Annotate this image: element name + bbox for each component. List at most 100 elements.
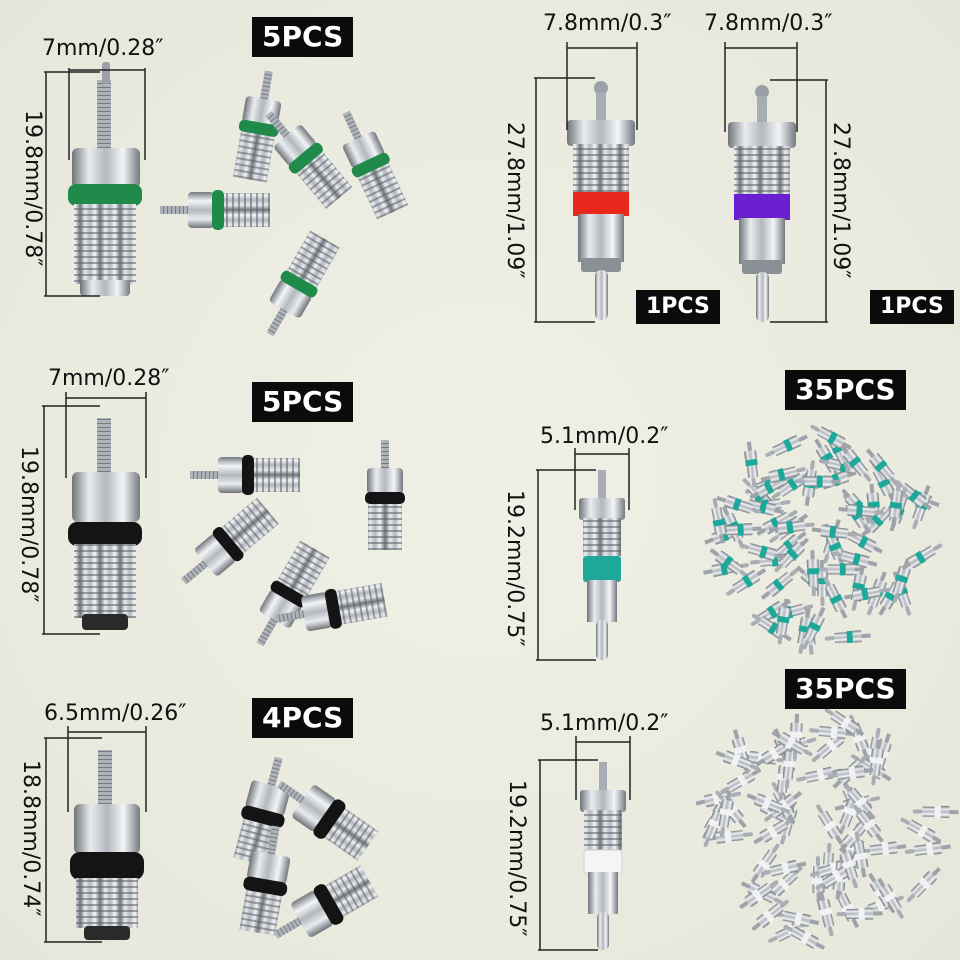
small-valve-core: [853, 804, 884, 843]
small-valve-core: [817, 891, 835, 937]
p1-width-label: 7mm/0.28″: [42, 36, 163, 61]
small-valve-core: [806, 550, 820, 597]
small-valve-core: [774, 537, 809, 573]
p2-height-label: 27.8mm/1.09″: [502, 122, 527, 278]
small-valve-core: [802, 606, 826, 650]
small-valve-core: [843, 782, 876, 820]
small-valve-core: [809, 725, 856, 740]
small-valve-core: [877, 877, 904, 919]
small-valve-core: [794, 475, 841, 488]
valve-core-purple: [728, 85, 796, 322]
p2-dimension-lines: [534, 42, 638, 323]
valve-group-black: [181, 440, 405, 647]
small-valve-core: [750, 843, 780, 884]
small-valve-core: [824, 708, 865, 737]
valve-pile-teal: [703, 424, 943, 655]
small-valve-core: [817, 563, 864, 576]
small-valve-core: [711, 498, 727, 544]
valve-core-black-medium: [70, 750, 144, 940]
small-valve-core: [869, 739, 884, 786]
small-valve-core: [912, 805, 959, 819]
small-valve-core: [901, 543, 943, 570]
small-valve-core: [888, 480, 903, 527]
small-valve-core: [835, 885, 860, 929]
p4-dimension-lines: [42, 392, 147, 635]
small-valve-core: [906, 867, 941, 903]
p3-width-label: 7.8mm/0.3″: [704, 11, 832, 36]
small-valve-core: [865, 448, 898, 486]
p3-height-label: 27.8mm/1.09″: [828, 122, 853, 278]
small-valve-core: [775, 598, 791, 645]
small-valve-core: [838, 503, 885, 518]
small-valve-core: [824, 630, 871, 644]
quantity-badge-p2: 1PCS: [636, 290, 720, 324]
quantity-badge-p1: 5PCS: [252, 17, 354, 57]
small-valve-core: [716, 495, 761, 514]
small-valve-core: [904, 841, 951, 856]
valve-core-red: [567, 81, 635, 320]
small-valve-core: [892, 558, 911, 603]
p3-dimension-lines: [724, 42, 828, 323]
quantity-badge-p3: 1PCS: [870, 290, 954, 324]
small-valve-core: [811, 524, 858, 539]
valve-group-black-medium: [233, 756, 379, 939]
small-valve-core: [715, 750, 760, 771]
p1-dimension-lines: [44, 68, 146, 297]
small-valve-core: [853, 831, 869, 878]
p5-dimension-lines: [536, 448, 630, 661]
small-valve-core: [900, 817, 942, 844]
small-valve-core: [783, 924, 826, 950]
p7-height-label: 19.2mm/0.75″: [504, 780, 529, 936]
small-valve-core: [744, 441, 759, 488]
valve-group-green: [160, 70, 409, 337]
small-valve-core: [789, 713, 803, 760]
quantity-badge-p7: 35PCS: [785, 669, 906, 709]
small-valve-core: [844, 586, 890, 602]
p1-height-label: 19.8mm/0.78″: [20, 110, 45, 266]
p7-dimension-lines: [538, 736, 631, 951]
small-valve-core: [894, 479, 932, 511]
small-valve-core: [751, 899, 789, 932]
p6-dimension-lines: [44, 726, 147, 943]
small-valve-core: [761, 859, 807, 877]
valve-core-black-large: [68, 418, 142, 630]
p2-width-label: 7.8mm/0.3″: [543, 11, 671, 36]
p7-width-label: 5.1mm/0.2″: [540, 711, 668, 736]
small-valve-core: [739, 880, 779, 910]
p5-width-label: 5.1mm/0.2″: [540, 424, 668, 449]
p6-width-label: 6.5mm/0.26″: [44, 701, 186, 726]
small-valve-core: [760, 466, 806, 484]
small-valve-core: [836, 907, 883, 920]
small-valve-core: [823, 576, 848, 619]
p4-height-label: 19.8mm/0.78″: [16, 446, 41, 602]
small-valve-core: [816, 804, 844, 845]
small-valve-core: [860, 841, 907, 856]
small-valve-core: [731, 729, 750, 775]
small-valve-core: [718, 791, 734, 837]
valve-core-green-large: [68, 62, 142, 296]
valve-core-white: [580, 762, 626, 950]
p4-width-label: 7mm/0.28″: [48, 366, 169, 391]
small-valve-core: [760, 568, 799, 600]
small-valve-core: [726, 568, 767, 596]
small-valve-core: [753, 817, 795, 845]
valve-pile-white: [695, 708, 959, 950]
valve-core-teal: [579, 470, 625, 660]
quantity-badge-p6: 4PCS: [252, 698, 354, 738]
small-valve-core: [746, 793, 791, 814]
small-valve-core: [810, 424, 852, 450]
small-valve-core: [827, 765, 874, 780]
small-valve-core: [839, 843, 859, 889]
p5-height-label: 19.2mm/0.75″: [502, 490, 527, 646]
small-valve-core: [832, 550, 878, 568]
quantity-badge-p4: 5PCS: [252, 382, 354, 422]
small-valve-core: [768, 520, 815, 535]
small-valve-core: [765, 434, 808, 457]
small-valve-core: [771, 730, 813, 757]
small-valve-core: [738, 499, 784, 516]
p6-height-label: 18.8mm/0.74″: [18, 760, 43, 916]
small-valve-core: [840, 444, 872, 482]
quantity-badge-p5: 35PCS: [785, 370, 906, 410]
